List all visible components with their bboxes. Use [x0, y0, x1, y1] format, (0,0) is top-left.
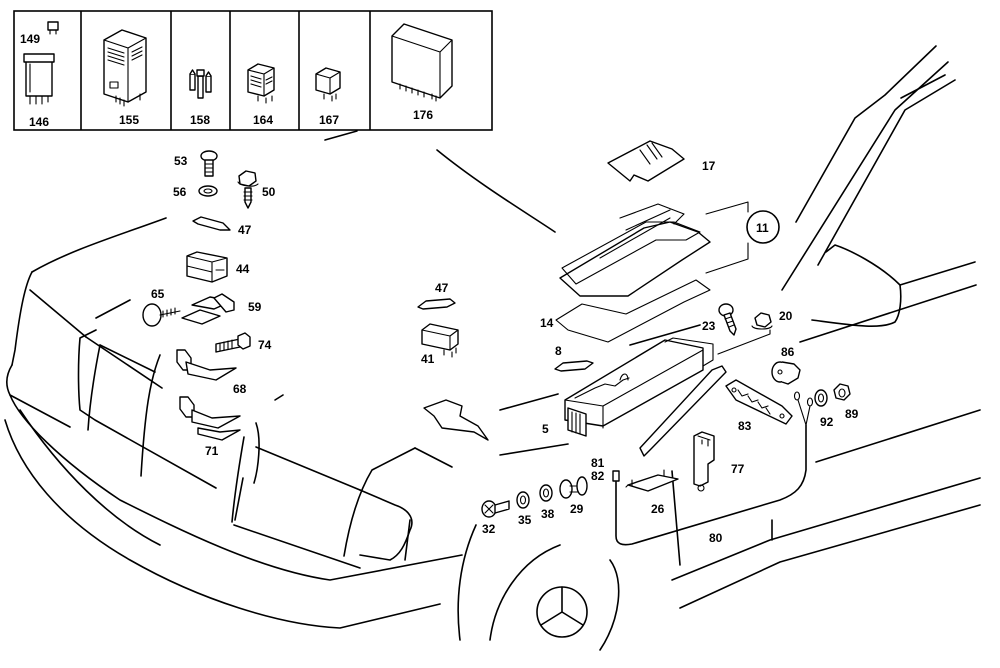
bolt-74 [215, 332, 251, 353]
callout-23: 23 [702, 319, 716, 333]
callout-53: 53 [174, 154, 188, 168]
callout-82: 82 [591, 469, 605, 483]
callout-80: 80 [709, 531, 723, 545]
callout-47-middle: 47 [435, 281, 449, 295]
callout-14: 14 [540, 316, 554, 330]
callout-74: 74 [258, 338, 272, 352]
callout-56: 56 [173, 185, 187, 199]
callout-71: 71 [205, 444, 219, 458]
callout-83: 83 [738, 419, 752, 433]
car-body-outline [4, 45, 981, 651]
legend-label-167: 167 [319, 113, 339, 127]
legend-label-149: 149 [20, 32, 40, 46]
fuse-8 [554, 360, 594, 372]
callout-ring-11 [705, 201, 780, 274]
callout-38: 38 [541, 507, 555, 521]
relay-41 [421, 323, 459, 358]
callout-50: 50 [262, 185, 276, 199]
legend-label-164: 164 [253, 113, 273, 127]
washer-38 [539, 484, 553, 502]
clip-26 [625, 469, 679, 492]
fuse-47-left [192, 216, 231, 231]
washer-56 [198, 185, 218, 197]
bracket-68 [176, 349, 237, 381]
washer-92 [814, 389, 828, 407]
spacer-29 [559, 476, 588, 499]
callout-68: 68 [233, 382, 247, 396]
callout-47-left: 47 [238, 223, 252, 237]
fuse-box-lid [559, 203, 711, 297]
callout-32: 32 [482, 522, 496, 536]
callout-29: 29 [570, 502, 584, 516]
nut-89 [833, 383, 851, 401]
hex-screw-65 [142, 303, 181, 327]
fuse-47-middle [417, 298, 456, 310]
large-relay-icon [103, 29, 147, 107]
hex-screw-50 [237, 170, 259, 209]
callout-44: 44 [236, 262, 250, 276]
bracket-59 [181, 293, 235, 325]
callout-92: 92 [820, 415, 834, 429]
callout-81: 81 [591, 456, 605, 470]
callout-86: 86 [781, 345, 795, 359]
cable-80 [612, 391, 814, 546]
legend-label-146: 146 [29, 115, 49, 129]
bracket-71 [179, 396, 241, 441]
relay-cube-icon [247, 63, 275, 104]
mounting-bracket [423, 399, 489, 441]
screw-53 [200, 150, 218, 177]
callout-8: 8 [555, 344, 562, 358]
callout-17: 17 [702, 159, 716, 173]
callout-89: 89 [845, 407, 859, 421]
relay-legend-box: 149 146 155 158 164 [13, 10, 493, 131]
small-relay-icon [315, 67, 341, 102]
relay-77 [693, 431, 715, 492]
terminal-block-83 [725, 379, 793, 425]
fuse-set-icon [189, 69, 212, 99]
callout-41: 41 [421, 352, 435, 366]
control-unit-icon [391, 23, 453, 102]
washer-35 [516, 491, 530, 509]
callout-26: 26 [651, 502, 665, 516]
screw-23 [718, 303, 737, 336]
seal-gasket-14 [555, 279, 711, 343]
legend-label-158: 158 [190, 113, 210, 127]
legend-label-155: 155 [119, 113, 139, 127]
nut-20 [717, 312, 773, 355]
callout-65: 65 [151, 287, 165, 301]
grommet-86 [771, 361, 801, 385]
fuse-box-5 [564, 337, 727, 457]
callout-77: 77 [731, 462, 745, 476]
callout-20: 20 [779, 309, 793, 323]
callout-35: 35 [518, 513, 532, 527]
cover-17 [607, 140, 685, 182]
screw-32 [481, 500, 510, 518]
legend-label-176: 176 [413, 108, 433, 122]
plug-relay-icon [23, 21, 59, 105]
callout-5: 5 [542, 422, 549, 436]
callout-59: 59 [248, 300, 262, 314]
callout-11: 11 [756, 221, 769, 235]
connector-44 [186, 251, 228, 283]
